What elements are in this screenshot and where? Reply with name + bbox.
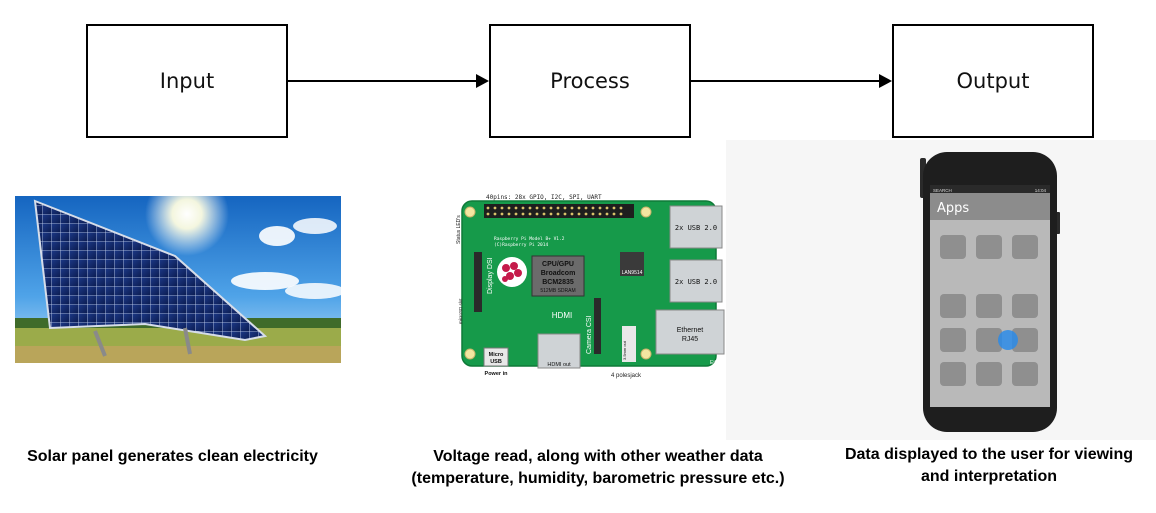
cpu-line-2: Broadcom [541, 270, 576, 277]
micro-usb-line-2: USB [490, 359, 502, 365]
caption-input-line-1: Solar panel generates clean electricity [27, 448, 318, 465]
stage-process-label: Process [550, 69, 630, 93]
cpu-line-1: CPU/GPU [542, 261, 574, 268]
raspberry-logo-icon [497, 257, 527, 287]
touch-indicator-icon [998, 330, 1018, 350]
app-grid [940, 235, 1038, 386]
arrowhead-process-output [879, 74, 892, 88]
hdmi-out-label: HDMI out [547, 362, 571, 368]
caption-input: Solar panel generates clean electricity [10, 446, 335, 468]
poles-jack-label: 4 polesjack [611, 373, 642, 379]
caption-process: Voltage read, along with other weather d… [392, 446, 804, 490]
usb-bottom-label: 2x USB 2.0 [675, 278, 717, 286]
caption-output-line-2: and interpretation [920, 468, 1057, 485]
status-leds-label: Status LED's [456, 215, 462, 244]
caption-process-line-1: Voltage read, along with other weather d… [433, 448, 763, 465]
stage-input-box: Input [86, 24, 288, 138]
gpio-header-label: 40pins: 28x GPIO, I2C, SPI, UART [486, 194, 602, 201]
cpu-line-3: BCM2835 [542, 279, 574, 286]
lan-chip-label: LAN9514 [622, 270, 643, 276]
audio-jack-label: 3.5mm out [622, 340, 627, 360]
raspberry-pi-board-image: 40pins: 28x GPIO, I2C, SPI, UART Status … [448, 194, 730, 384]
model-line-2: (C)Raspberry Pi 2014 [494, 242, 548, 248]
status-search-label: SEARCH [933, 188, 952, 193]
microsd-label: microSD slot [458, 298, 463, 324]
display-dsi-label: Display DSI [487, 257, 494, 294]
usb-top-label: 2x USB 2.0 [675, 224, 717, 232]
stage-output-label: Output [956, 69, 1030, 93]
stage-output-box: Output [892, 24, 1094, 138]
ethernet-line-1: Ethernet [677, 327, 704, 334]
stage-process-box: Process [489, 24, 691, 138]
status-time-label: 14:04 [1035, 188, 1047, 193]
stage-input-label: Input [159, 69, 215, 93]
micro-usb-line-1: Micro [489, 352, 504, 358]
hdmi-label: HDMI [552, 311, 572, 320]
camera-csi-label: Camera CSI [586, 315, 593, 354]
power-in-label: Power in [485, 371, 509, 377]
caption-output: Data displayed to the user for viewing a… [826, 444, 1152, 488]
ethernet-line-2: RJ45 [682, 336, 698, 343]
caption-output-line-1: Data displayed to the user for viewing [844, 446, 1134, 463]
arrowhead-input-process [476, 74, 489, 88]
model-line-1: Raspberry Pi Model B+ V1.2 [494, 236, 565, 242]
smartphone-image: SEARCH 14:04 Apps [920, 152, 1060, 432]
cpu-line-4: 512MB SDRAM [540, 288, 575, 294]
caption-process-line-2: (temperature, humidity, barometric press… [411, 470, 785, 487]
screen-title: Apps [937, 201, 969, 216]
solar-panel-image [15, 196, 341, 363]
ethernet-edge-label: Ethernet [710, 360, 730, 366]
